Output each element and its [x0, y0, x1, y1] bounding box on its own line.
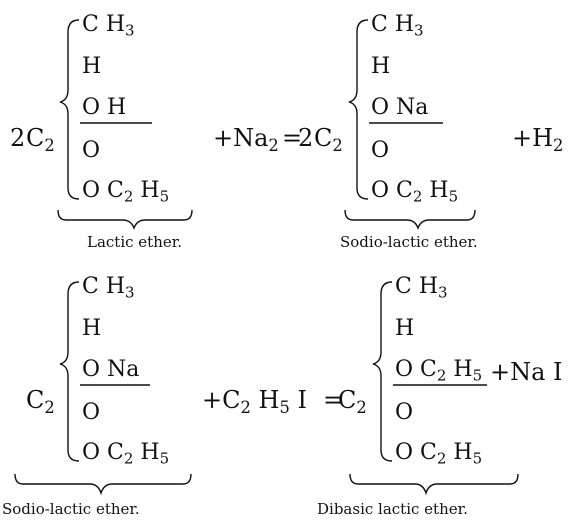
eq2-c2-left: C2: [26, 386, 55, 417]
eq2-left-row-1: C H3: [82, 274, 135, 302]
eq2-caption-left: Sodio-lactic ether.: [2, 500, 140, 518]
eq1-c2-left: C2: [26, 124, 55, 155]
eq2-c2-right: C2: [338, 386, 367, 417]
eq2-right-row-4: O: [395, 400, 414, 425]
eq2-left-underbrace: [14, 473, 192, 496]
eq2-left-row-2: H: [82, 316, 102, 341]
equation-2: C2 C H3 H O Na O O C2 H5 +C2 H5 I = C2 C…: [0, 262, 583, 523]
eq1-right-underbrace: [344, 209, 476, 230]
eq1-coef-left: 2: [10, 124, 26, 152]
eq1-left-row-2: H: [82, 54, 102, 79]
eq2-right-row-3: O C2 H5: [395, 357, 483, 385]
eq1-right-row-3: O Na: [371, 95, 429, 120]
eq1-left-row-1: C H3: [82, 12, 135, 40]
eq2-caption-right: Dibasic lactic ether.: [317, 500, 468, 518]
eq2-right-brace: [372, 281, 393, 462]
eq2-right-row-2: H: [395, 316, 415, 341]
eq1-right-row-1: C H3: [371, 12, 424, 40]
eq1-plus-na: +Na2: [213, 124, 279, 155]
eq1-right-row-5: O C2 H5: [371, 178, 459, 206]
eq1-equals: =: [282, 124, 303, 152]
eq1-left-underbrace: [57, 209, 193, 230]
eq2-plus-nai: +Na I: [490, 358, 563, 386]
eq2-right-row-5: O C2 H5: [395, 440, 483, 468]
eq1-left-row-5: O C2 H5: [82, 178, 170, 206]
eq2-equals: =: [323, 386, 344, 414]
eq1-right-row-2: H: [371, 54, 391, 79]
eq2-right-underbrace: [349, 473, 519, 496]
eq2-plus-c2h5i: +C2 H5 I: [202, 386, 307, 417]
eq1-left-row-4: O: [82, 138, 101, 163]
eq2-left-row-3: O Na: [82, 357, 140, 382]
eq2-left-row-5: O C2 H5: [82, 440, 170, 468]
eq2-left-row-4: O: [82, 400, 101, 425]
eq1-right-row-4: O: [371, 138, 390, 163]
eq1-plus-h: +H2: [512, 124, 564, 155]
eq2-left-brace: [59, 281, 80, 462]
eq1-caption-right: Sodio-lactic ether.: [340, 233, 478, 251]
eq2-right-row-1: C H3: [395, 274, 448, 302]
eq1-caption-left: Lactic ether.: [87, 233, 183, 251]
eq1-c2-right: C2: [314, 124, 343, 155]
eq1-coef-right: 2: [298, 124, 314, 152]
eq1-left-row-3: O H: [82, 95, 127, 120]
equation-1: 2 C2 C H3 H O H O O C2 H5 +Na2 = 2 C2 C …: [10, 12, 564, 251]
eq1-left-brace: [59, 19, 80, 200]
eq1-right-brace: [348, 19, 369, 200]
